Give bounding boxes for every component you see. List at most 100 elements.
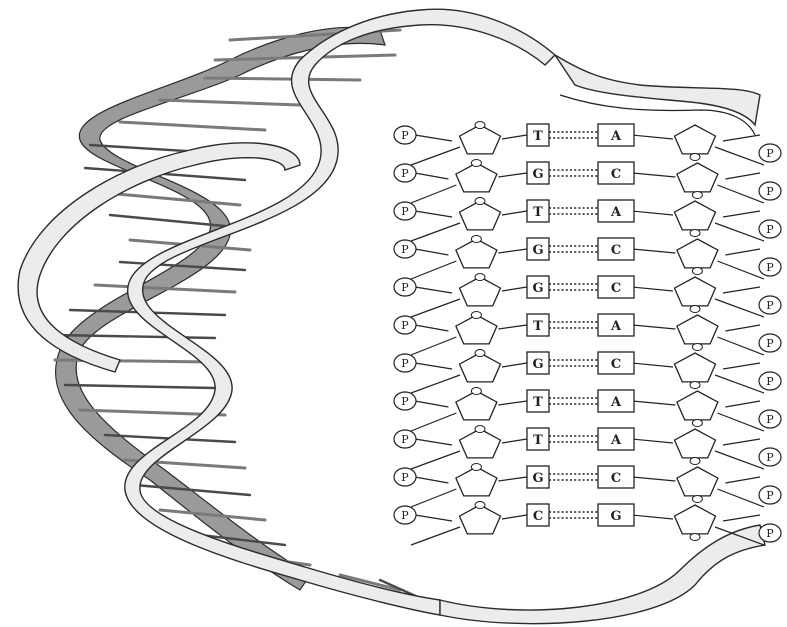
oxygen-atom [690, 382, 700, 389]
helix-back-strand [56, 27, 385, 590]
deoxyribose-sugar [675, 277, 716, 306]
deoxyribose-sugar [677, 467, 718, 496]
oxygen-atom [692, 496, 702, 503]
base-pair-ladder: T A P P G C P P T A P P G C P P G C P P T A P P G C P P T A P P T A P P G C P P… [394, 122, 781, 546]
phosphate-label: P [766, 147, 774, 160]
base-letter-right: A [610, 433, 622, 448]
oxygen-atom [690, 230, 700, 237]
oxygen-atom [692, 268, 702, 275]
base-pair-row: G C P P [394, 350, 781, 394]
base-pair-row: T A P P [394, 198, 781, 242]
base-pair-row: G C P P [394, 274, 781, 318]
deoxyribose-sugar [677, 239, 718, 268]
base-letter-right: A [610, 319, 622, 334]
phosphate-label: P [401, 395, 409, 408]
phosphate-label: P [766, 527, 774, 540]
phosphate-label: P [766, 375, 774, 388]
base-pair-row: T A P P [394, 122, 781, 166]
base-pair-row: TAPP [394, 312, 781, 356]
deoxyribose-sugar [456, 239, 497, 268]
phosphate-label: P [401, 129, 409, 142]
base-letter-left: T [533, 205, 543, 220]
base-letter-left: G [532, 243, 543, 258]
phosphate-label: P [401, 357, 409, 370]
base-pair-row: T A P P [394, 388, 781, 432]
deoxyribose-sugar [456, 163, 497, 192]
base-pair-row: T A P P [394, 426, 781, 470]
oxygen-atom [692, 344, 702, 351]
base-letter-left: T [533, 129, 543, 144]
oxygen-atom [692, 192, 702, 199]
oxygen-atom [692, 420, 702, 427]
deoxyribose-sugar [456, 315, 497, 344]
deoxyribose-sugar [677, 391, 718, 420]
base-letter-right: C [611, 281, 621, 296]
phosphate-label: P [401, 281, 409, 294]
oxygen-atom [475, 502, 485, 509]
phosphate-label: P [401, 433, 409, 446]
oxygen-atom [471, 464, 481, 471]
deoxyribose-sugar [456, 391, 497, 420]
phosphate-label: P [401, 243, 409, 256]
deoxyribose-sugar [675, 429, 716, 458]
oxygen-atom [690, 458, 700, 465]
oxygen-atom [475, 198, 485, 205]
base-pair-row: G C P P [394, 464, 781, 508]
oxygen-atom [471, 312, 481, 319]
phosphate-label: P [766, 261, 774, 274]
oxygen-atom [471, 160, 481, 167]
base-letter-left: G [532, 471, 543, 486]
oxygen-atom [475, 122, 485, 129]
deoxyribose-sugar [460, 201, 501, 230]
phosphate-label: P [401, 167, 409, 180]
base-pair-row: G C P P [394, 160, 781, 204]
base-letter-left: G [532, 281, 543, 296]
oxygen-atom [475, 426, 485, 433]
base-letter-right: C [611, 357, 621, 372]
oxygen-atom [690, 306, 700, 313]
oxygen-atom [690, 534, 700, 541]
phosphate-label: P [401, 509, 409, 522]
base-letter-left: T [533, 433, 543, 448]
deoxyribose-sugar [460, 125, 501, 154]
deoxyribose-sugar [675, 505, 716, 534]
phosphate-label: P [766, 223, 774, 236]
deoxyribose-sugar [460, 277, 501, 306]
base-letter-right: A [610, 129, 622, 144]
phosphate-label: P [401, 205, 409, 218]
deoxyribose-sugar [675, 201, 716, 230]
oxygen-atom [471, 236, 481, 243]
oxygen-atom [475, 274, 485, 281]
base-pair-row: G C P P [394, 236, 781, 280]
base-letter-left: G [532, 357, 543, 372]
phosphate-label: P [766, 489, 774, 502]
phosphate-label: P [766, 337, 774, 350]
phosphate-label: P [766, 299, 774, 312]
phosphate-label: P [766, 451, 774, 464]
deoxyribose-sugar [675, 353, 716, 382]
deoxyribose-sugar [677, 315, 718, 344]
deoxyribose-sugar [675, 125, 716, 154]
deoxyribose-sugar [456, 467, 497, 496]
phosphate-label: P [766, 185, 774, 198]
phosphate-label: P [401, 471, 409, 484]
oxygen-atom [690, 154, 700, 161]
deoxyribose-sugar [677, 163, 718, 192]
deoxyribose-sugar [460, 353, 501, 382]
base-letter-left: T [533, 395, 543, 410]
base-letter-left: G [532, 167, 543, 182]
base-letter-left: T [533, 319, 543, 334]
base-letter-left: C [533, 509, 543, 524]
deoxyribose-sugar [460, 505, 501, 534]
base-letter-right: C [611, 471, 621, 486]
base-letter-right: G [610, 509, 621, 524]
deoxyribose-sugar [460, 429, 501, 458]
oxygen-atom [471, 388, 481, 395]
oxygen-atom [475, 350, 485, 357]
base-letter-right: A [610, 205, 622, 220]
base-letter-right: A [610, 395, 622, 410]
base-letter-right: C [611, 167, 621, 182]
base-letter-right: C [611, 243, 621, 258]
phosphate-label: P [766, 413, 774, 426]
